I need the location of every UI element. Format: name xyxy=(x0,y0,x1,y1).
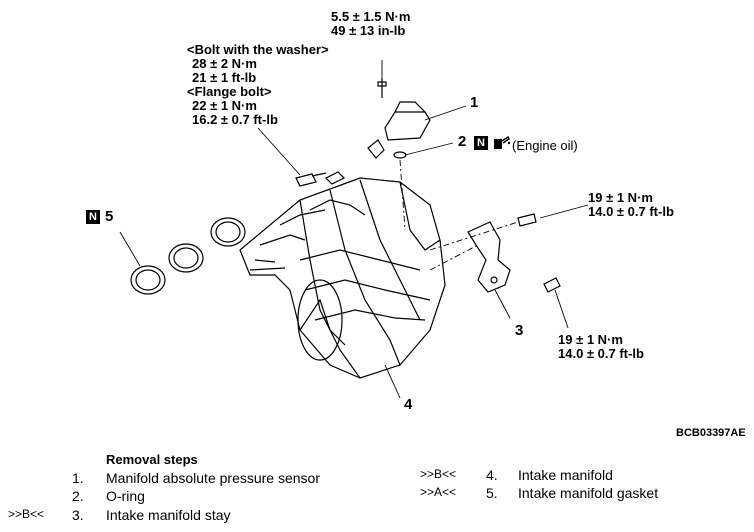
intake-manifold-body xyxy=(239,177,446,379)
flange-torque-ftlb: 16.2 ± 0.7 ft-lb xyxy=(192,112,278,127)
intake-manifold-stay xyxy=(467,221,511,293)
flange-torque-nm: 22 ± 1 N·m xyxy=(192,98,257,113)
new-part-badge-5: N xyxy=(86,210,100,224)
washer-torque-nm: 28 ± 2 N·m xyxy=(192,56,257,71)
intake-manifold-drawing xyxy=(119,60,589,399)
gasket-ring-3 xyxy=(210,217,246,247)
callout-2: 2 xyxy=(458,133,467,150)
stay-lower-torque-nm: 19 ± 1 N·m xyxy=(558,332,623,347)
callout-3: 3 xyxy=(515,322,524,339)
stay-lower-torque-ftlb: 14.0 ± 0.7 ft-lb xyxy=(558,346,644,361)
callout-4: 4 xyxy=(404,396,413,413)
washer-bolt-heading: <Bolt with the washer> xyxy=(187,42,329,57)
removal-steps-title: Removal steps xyxy=(106,452,198,467)
gasket-ring-1 xyxy=(130,265,166,295)
figure-code: BCB03397AE xyxy=(676,427,746,439)
new-part-badge-2: N xyxy=(474,136,488,150)
stay-upper-torque-ftlb: 14.0 ± 0.7 ft-lb xyxy=(588,204,674,219)
callout-5: 5 xyxy=(105,208,114,225)
torque-top-inlb: 49 ± 13 in-lb xyxy=(331,23,406,38)
gasket-ring-2 xyxy=(168,243,204,273)
oil-can-icon xyxy=(494,135,511,149)
washer-torque-ftlb: 21 ± 1 ft-lb xyxy=(192,70,257,85)
engine-oil-note: (Engine oil) xyxy=(512,138,578,153)
stay-upper-torque-nm: 19 ± 1 N·m xyxy=(588,190,653,205)
o-ring xyxy=(393,151,407,159)
torque-top-nm: 5.5 ± 1.5 N·m xyxy=(331,9,411,24)
callout-1: 1 xyxy=(470,94,479,111)
flange-bolt-heading: <Flange bolt> xyxy=(187,84,272,99)
sensor-bolt xyxy=(377,78,387,98)
map-sensor xyxy=(384,111,431,141)
